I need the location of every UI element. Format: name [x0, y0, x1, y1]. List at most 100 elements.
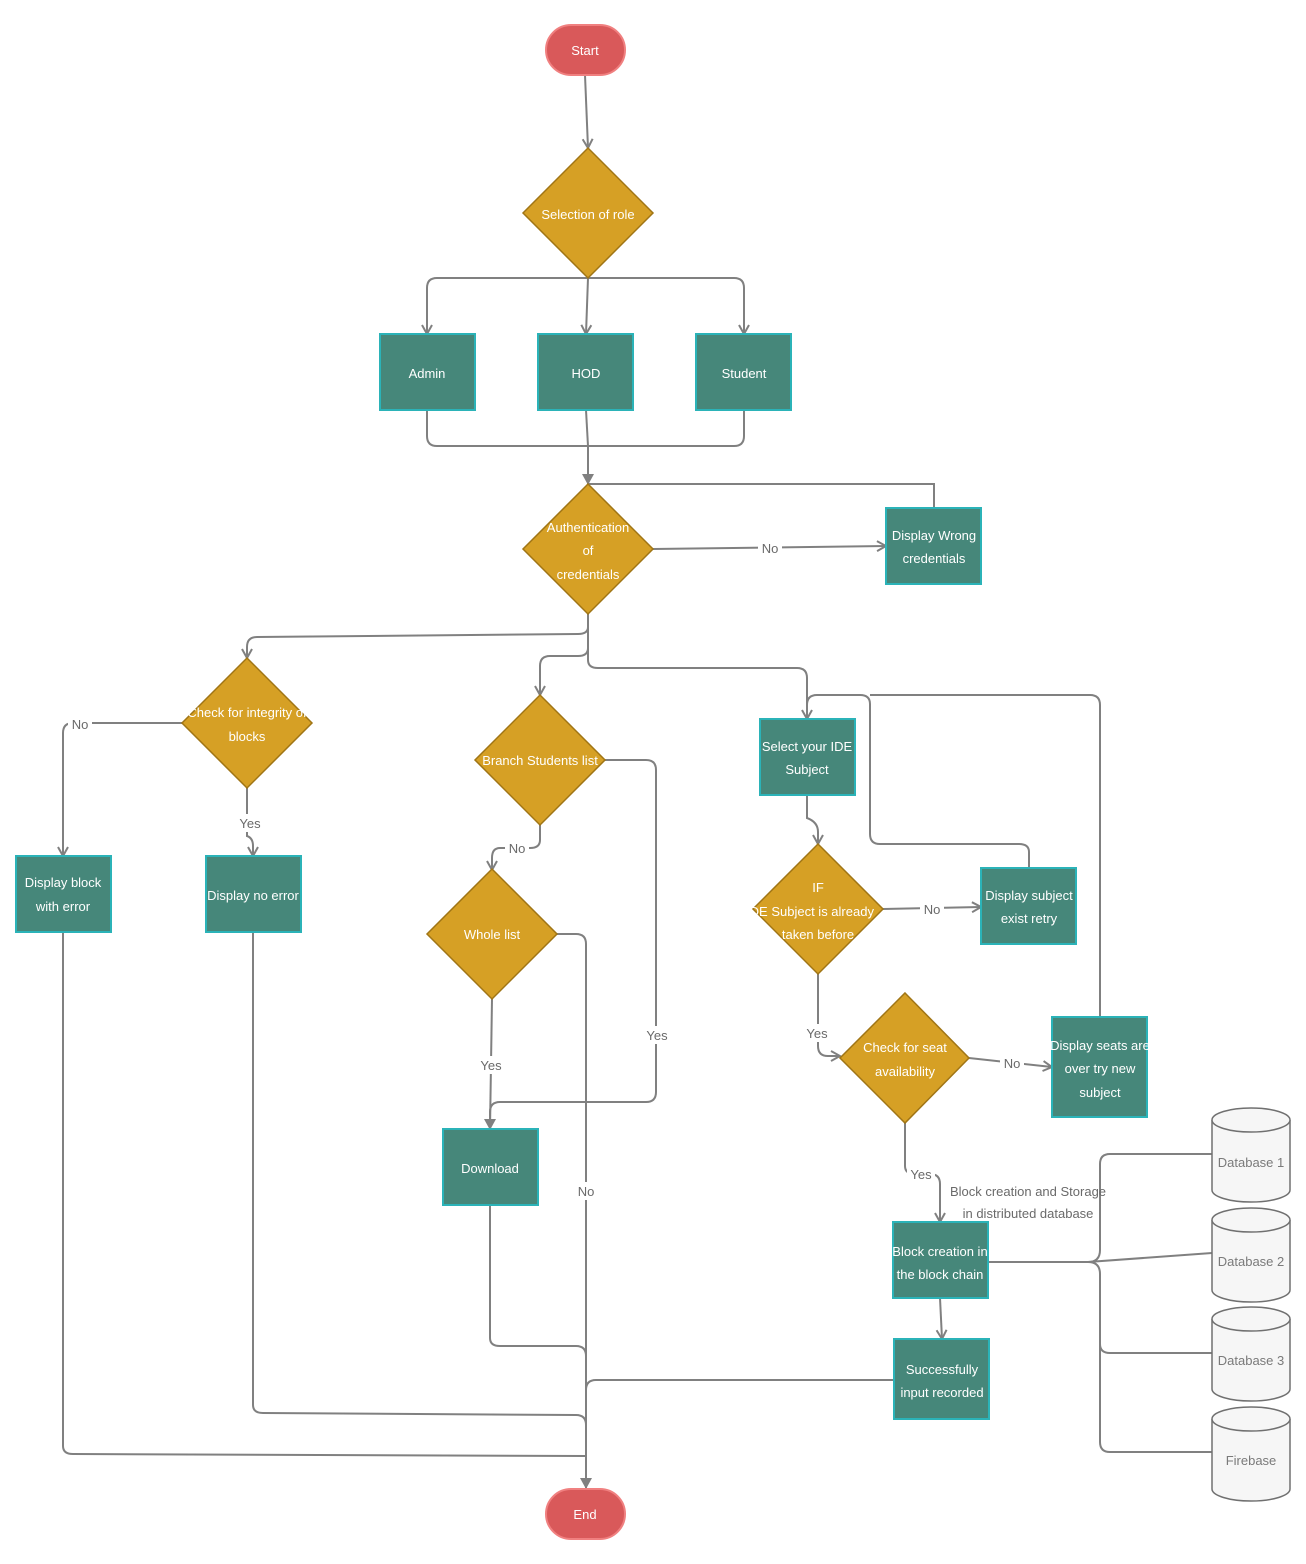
edge-subject-exist-loop — [806, 694, 1030, 868]
svg-text:No: No — [762, 541, 779, 556]
svg-text:Subject: Subject — [785, 762, 829, 777]
edge-select-ide-to-if — [806, 795, 818, 844]
edge-student-to-auth — [588, 410, 745, 447]
svg-text:Block creation in: Block creation in — [892, 1244, 987, 1259]
svg-text:No: No — [509, 841, 526, 856]
svg-text:Whole list: Whole list — [464, 927, 521, 942]
edge-role-to-student — [588, 277, 744, 334]
svg-text:taken before: taken before — [782, 927, 854, 942]
svg-text:Firebase: Firebase — [1226, 1453, 1277, 1468]
label-branch-yes: Yes — [643, 1026, 671, 1044]
database-cylinder: Database 2 — [1211, 1207, 1291, 1303]
edge-block-creation-to-success — [940, 1297, 942, 1339]
svg-text:input recorded: input recorded — [900, 1385, 983, 1400]
svg-text:No: No — [72, 717, 89, 732]
svg-text:Yes: Yes — [239, 816, 261, 831]
edge-block-to-db3 — [1087, 1261, 1212, 1354]
svg-text:exist retry: exist retry — [1001, 911, 1058, 926]
edge-integrity-to-no-error — [246, 788, 253, 856]
edge-start-to-role — [585, 74, 588, 148]
label-branch-no: No — [505, 839, 529, 857]
svg-text:Yes: Yes — [910, 1167, 932, 1182]
label-auth-no: No — [758, 539, 782, 557]
database-cylinder: Database 1 — [1211, 1107, 1291, 1203]
process-student: Student — [695, 333, 792, 411]
edge-auth-to-integrity — [247, 614, 589, 658]
edge-block-error-to-end — [62, 931, 587, 1457]
decision-seat-availability: Check for seat availability — [838, 991, 971, 1125]
process-download: Download — [442, 1128, 539, 1206]
svg-text:No: No — [1004, 1056, 1021, 1071]
edge-whole-list-to-end — [557, 933, 592, 1489]
end-terminal: End — [545, 1488, 626, 1540]
svg-text:Yes: Yes — [480, 1058, 502, 1073]
database-cylinder: Firebase — [1211, 1406, 1291, 1502]
edge-block-to-firebase — [1099, 1344, 1212, 1453]
decision-branch-students-list: Branch Students list — [473, 693, 607, 827]
label-if-no: No — [920, 900, 944, 918]
label-whole-no: No — [574, 1182, 598, 1200]
svg-text:Database 1: Database 1 — [1218, 1155, 1285, 1170]
svg-text:Admin: Admin — [409, 366, 446, 381]
process-hod: HOD — [537, 333, 634, 411]
process-display-no-error: Display no error — [205, 855, 302, 933]
svg-text:Display seats are: Display seats are — [1050, 1038, 1150, 1053]
label-if-yes: Yes — [803, 1024, 831, 1042]
decision-selection-of-role: Selection of role — [521, 146, 655, 280]
decision-if-subject-taken: IF IDE Subject is already taken before — [746, 842, 885, 976]
svg-text:IDE Subject is already: IDE Subject is already — [746, 904, 874, 919]
svg-text:Authentication: Authentication — [547, 520, 629, 535]
edge-wrong-to-auth-loop — [588, 483, 935, 508]
process-display-subject-exist: Display subject exist retry — [980, 867, 1077, 945]
svg-text:of: of — [583, 543, 594, 558]
database-cylinder: Database 3 — [1211, 1306, 1291, 1402]
svg-text:Database 2: Database 2 — [1218, 1254, 1285, 1269]
label-seat-no: No — [1000, 1054, 1024, 1072]
svg-text:in distributed database: in distributed database — [963, 1206, 1094, 1221]
svg-text:Start: Start — [571, 43, 599, 58]
svg-text:Check for seat: Check for seat — [863, 1040, 947, 1055]
svg-text:Display Wrong: Display Wrong — [892, 528, 976, 543]
svg-text:Student: Student — [722, 366, 767, 381]
svg-text:Download: Download — [461, 1161, 519, 1176]
svg-text:with error: with error — [35, 899, 91, 914]
process-display-block-with-error: Display block with error — [15, 855, 112, 933]
edge-auth-to-branch — [540, 614, 589, 695]
process-successfully-recorded: Successfully input recorded — [893, 1338, 990, 1420]
edge-integrity-to-block-error — [63, 722, 182, 856]
svg-text:End: End — [573, 1507, 596, 1522]
decision-integrity-check: Check for integrity of blocks — [180, 656, 314, 790]
edge-no-error-to-end — [252, 931, 587, 1426]
process-select-ide-subject: Select your IDE Subject — [759, 718, 856, 796]
edge-success-to-end — [585, 1379, 893, 1391]
edge-branch-to-download — [484, 759, 657, 1130]
svg-text:availability: availability — [875, 1064, 935, 1079]
label-whole-yes: Yes — [477, 1056, 505, 1074]
edge-role-to-admin — [427, 277, 588, 334]
process-admin: Admin — [379, 333, 476, 411]
edge-if-to-seat — [817, 974, 840, 1056]
edge-hod-to-auth — [585, 409, 589, 447]
svg-text:subject: subject — [1079, 1085, 1121, 1100]
svg-text:Yes: Yes — [806, 1026, 828, 1041]
decision-whole-list: Whole list — [425, 867, 559, 1001]
svg-text:No: No — [924, 902, 941, 917]
svg-text:blocks: blocks — [229, 729, 266, 744]
svg-text:over try new: over try new — [1065, 1061, 1136, 1076]
edge-labels: No No Yes No Yes Yes No No Yes No Yes — [68, 539, 1024, 1200]
svg-text:Database 3: Database 3 — [1218, 1353, 1285, 1368]
svg-text:Check for integrity of: Check for integrity of — [187, 705, 307, 720]
svg-text:HOD: HOD — [572, 366, 601, 381]
process-display-seats-over: Display seats are over try new subject — [1050, 1016, 1150, 1118]
svg-text:the block chain: the block chain — [897, 1267, 984, 1282]
svg-text:Select your IDE: Select your IDE — [762, 739, 853, 754]
edge-admin-to-auth — [426, 410, 594, 485]
svg-text:Successfully: Successfully — [906, 1362, 979, 1377]
annotation-distributed-storage: Block creation and Storage in distribute… — [950, 1184, 1106, 1221]
edge-download-to-end — [489, 1204, 587, 1357]
process-block-creation: Block creation in the block chain — [892, 1221, 989, 1299]
svg-text:Yes: Yes — [646, 1028, 668, 1043]
decision-authentication: Authentication of credentials — [521, 482, 655, 616]
label-seat-yes: Yes — [907, 1165, 935, 1183]
